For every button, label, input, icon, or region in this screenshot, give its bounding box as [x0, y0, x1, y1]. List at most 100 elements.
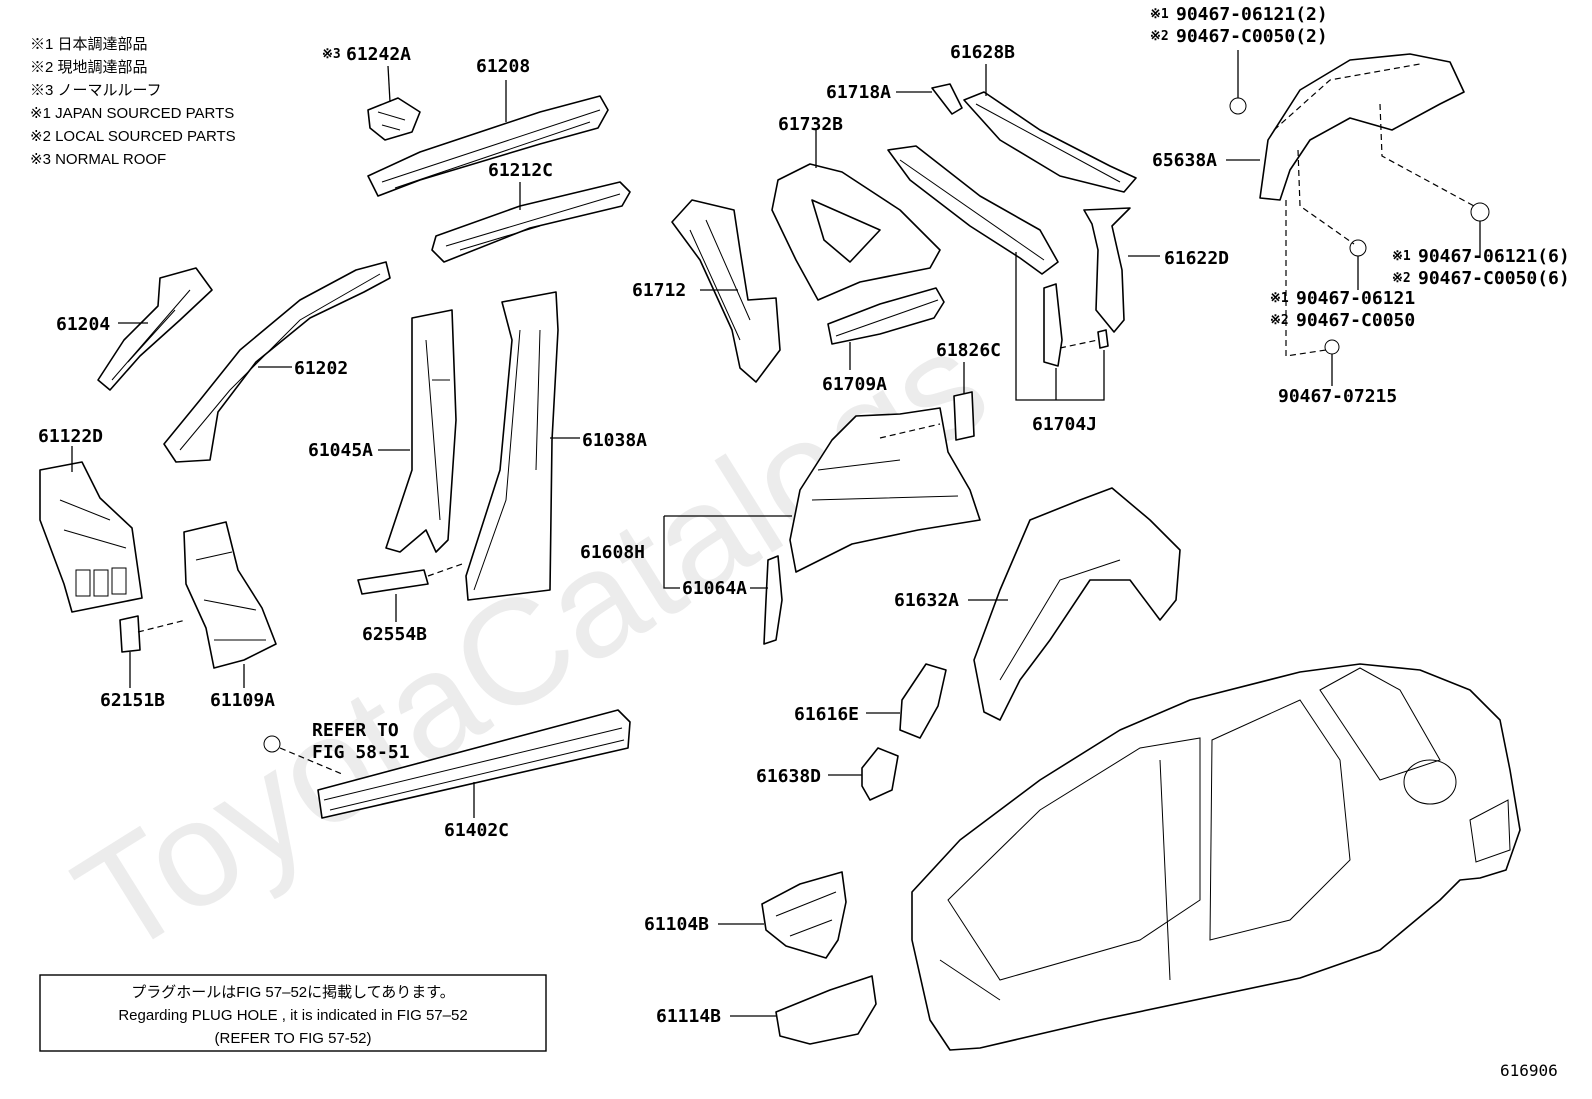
fastener-right-line1: 90467-06121(6) [1418, 246, 1570, 267]
label-61202: 61202 [294, 358, 348, 379]
part-61628B [963, 91, 1137, 193]
label-61045A: 61045A [308, 440, 373, 461]
clip-mid [1349, 239, 1367, 257]
part-61402C [317, 709, 631, 819]
part-61622D [1083, 207, 1131, 333]
fastener-top-line1: 90467-06121(2) [1176, 4, 1328, 25]
label-61628B: 61628B [950, 42, 1015, 63]
refer-line-1: REFER TO [312, 720, 399, 741]
label-61616E: 61616E [794, 704, 859, 725]
plug-hole-note: プラグホールはFIG 57–52に掲載してあります。 Regarding PLU… [39, 974, 547, 1052]
note-line-1: プラグホールはFIG 57–52に掲載してあります。 [131, 984, 454, 1001]
fastener-labels: ※1 90467-06121(2) ※2 90467-C0050(2) ※1 9… [1150, 4, 1570, 407]
part-61045A [385, 309, 457, 553]
label-61709A: 61709A [822, 374, 887, 395]
part-61638D [861, 747, 899, 801]
label-61242A: 61242A [346, 44, 411, 65]
label-61732B: 61732B [778, 114, 843, 135]
dash-clip-mid [1297, 149, 1355, 245]
body-side-outer [911, 663, 1521, 1051]
part-65638A [1259, 53, 1465, 201]
part-61718A [931, 83, 963, 115]
label-61038A: 61038A [582, 430, 647, 451]
part-61826C [953, 391, 975, 441]
fastener-right-mark2: ※2 [1392, 271, 1411, 286]
label-61204: 61204 [56, 314, 110, 335]
label-61122D: 61122D [38, 426, 103, 447]
fastener-mid-mark1: ※1 [1270, 291, 1289, 306]
label-61104B: 61104B [644, 914, 709, 935]
legend-line-4: ※1 JAPAN SOURCED PARTS [30, 105, 234, 122]
fastener-right-line2: 90467-C0050(6) [1418, 268, 1570, 289]
label-61632A: 61632A [894, 590, 959, 611]
fastener-top-mark2: ※2 [1150, 29, 1169, 44]
leader-61242A [387, 65, 391, 103]
part-61704J-main [887, 145, 1059, 275]
part-62151B [119, 615, 141, 653]
part-61242A [367, 97, 421, 141]
label-61826C: 61826C [936, 340, 1001, 361]
part-61709A [827, 287, 945, 345]
legend-line-6: ※3 NORMAL ROOF [30, 151, 166, 168]
dash-62554B [427, 563, 463, 577]
part-61616E [899, 663, 947, 739]
label-65638A: 65638A [1152, 150, 1217, 171]
clip-bottom [1324, 339, 1340, 355]
legend: ※1 日本調達部品 ※2 現地調達部品 ※3 ノーマルルーフ ※1 JAPAN … [30, 36, 236, 168]
part-61064A [763, 555, 783, 645]
part-61704J-sub [1043, 283, 1109, 367]
label-61109A: 61109A [210, 690, 275, 711]
part-61608H [789, 407, 981, 573]
label-61242A-mark: ※3 [322, 47, 341, 62]
fastener-mid-line2: 90467-C0050 [1296, 310, 1415, 331]
label-61712: 61712 [632, 280, 686, 301]
dash-62151B [137, 619, 187, 633]
label-61212C: 61212C [488, 160, 553, 181]
bracket-61704J [1015, 252, 1105, 401]
fastener-mid-line1: 90467-06121 [1296, 288, 1415, 309]
note-line-2: Regarding PLUG HOLE , it is indicated in… [118, 1007, 467, 1024]
legend-line-3: ※3 ノーマルルーフ [30, 82, 162, 99]
part-labels: ※3 61242A 61208 61212C 61204 61202 61122… [38, 42, 1229, 1027]
label-61718A: 61718A [826, 82, 891, 103]
part-62554B [357, 569, 429, 595]
part-61712 [671, 199, 781, 383]
dash-61704J [1059, 339, 1099, 349]
label-61064A: 61064A [682, 578, 747, 599]
part-61204 [97, 267, 213, 391]
part-61122D [39, 461, 143, 613]
dash-clip-right [1379, 103, 1475, 207]
label-61402C: 61402C [444, 820, 509, 841]
figure-number: 616906 [1500, 1061, 1558, 1080]
part-61202 [163, 261, 391, 463]
legend-line-2: ※2 現地調達部品 [30, 59, 148, 76]
plug-fastener [263, 735, 281, 753]
clip-right [1470, 202, 1490, 222]
note-line-3: (REFER TO FIG 57-52) [215, 1030, 372, 1047]
label-61638D: 61638D [756, 766, 821, 787]
label-61622D: 61622D [1164, 248, 1229, 269]
label-62151B: 62151B [100, 690, 165, 711]
label-61114B: 61114B [656, 1006, 721, 1027]
part-61208 [367, 95, 609, 197]
part-61632A [973, 487, 1181, 721]
part-61109A [183, 521, 277, 669]
note-box [39, 974, 547, 1052]
part-61732B [771, 163, 941, 301]
dash-refer [279, 747, 343, 775]
fastener-top-line2: 90467-C0050(2) [1176, 26, 1328, 47]
legend-line-5: ※2 LOCAL SOURCED PARTS [30, 128, 236, 145]
bracket-61608H [663, 515, 792, 589]
dash-clip-bottom [1285, 200, 1327, 357]
part-61114B [775, 975, 877, 1045]
part-61104B [761, 871, 847, 959]
refer-line-2: FIG 58-51 [312, 742, 410, 763]
fastener-mid-mark2: ※2 [1270, 313, 1289, 328]
label-61704J: 61704J [1032, 414, 1097, 435]
fastener-top-mark1: ※1 [1150, 7, 1169, 22]
fastener-right-mark1: ※1 [1392, 249, 1411, 264]
fastener-bottom: 90467-07215 [1278, 386, 1397, 407]
legend-line-1: ※1 日本調達部品 [30, 36, 148, 53]
